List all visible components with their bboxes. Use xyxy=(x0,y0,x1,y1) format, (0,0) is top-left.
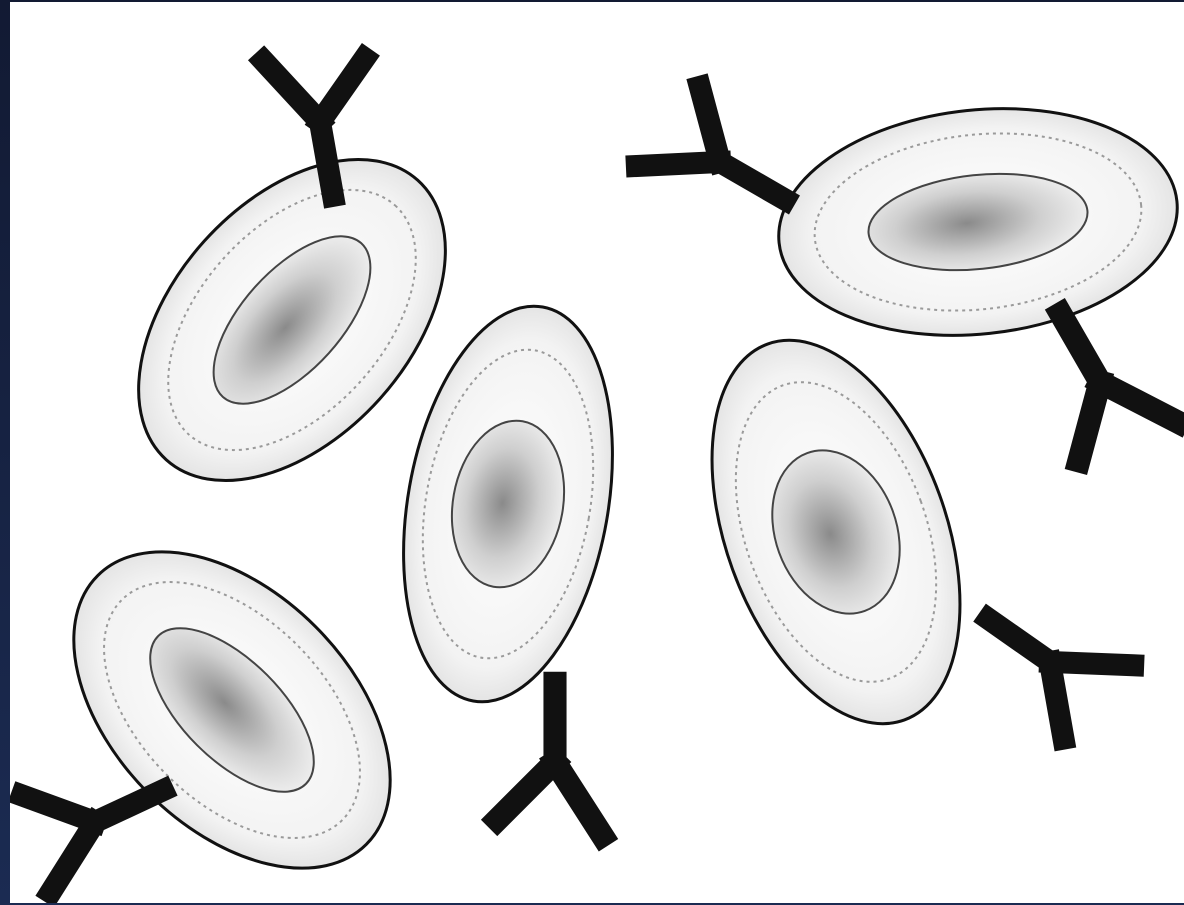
antibody-y-shape xyxy=(957,582,1133,747)
antibody-bottom-center-icon xyxy=(497,683,602,835)
antibody-lower-right-icon xyxy=(957,582,1133,747)
antibody-y-shape xyxy=(497,683,602,835)
diagram-canvas xyxy=(10,2,1184,903)
antibody-rbc-diagram xyxy=(10,2,1184,903)
rbc-upper-right xyxy=(767,90,1184,355)
rbc-middle-right xyxy=(664,306,1008,757)
